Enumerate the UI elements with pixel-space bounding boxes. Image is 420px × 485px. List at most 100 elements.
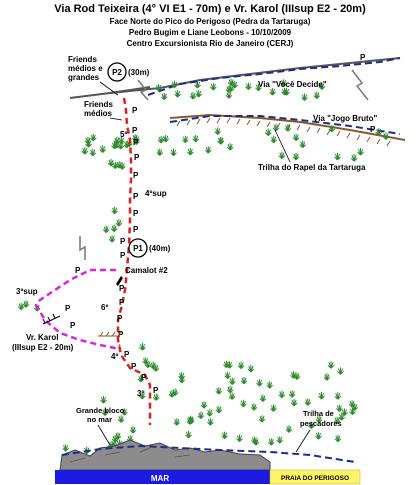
grass-tuft bbox=[266, 380, 274, 389]
grass-tuft bbox=[173, 417, 181, 426]
grass-tuft bbox=[81, 146, 89, 155]
grass-tuft bbox=[129, 425, 137, 434]
grade-3: 3º bbox=[137, 389, 144, 398]
grass-tuft bbox=[206, 417, 214, 426]
grass-tuft bbox=[228, 377, 236, 385]
grass-tuft bbox=[189, 91, 197, 100]
grass-tuft bbox=[284, 123, 292, 132]
grass-tuft bbox=[215, 405, 223, 414]
grass-tuft bbox=[341, 408, 348, 416]
grass-tuft bbox=[337, 366, 344, 375]
grass-tuft bbox=[236, 434, 243, 443]
grass-tuft bbox=[335, 404, 343, 412]
grass-tuft bbox=[292, 133, 300, 142]
grade-4: 4º bbox=[111, 352, 118, 361]
beach: PRAIA DO PERIGOSO bbox=[269, 469, 361, 485]
bolt-p: P bbox=[118, 330, 124, 339]
grass-tuft bbox=[115, 218, 123, 227]
grass-tuft bbox=[102, 225, 110, 234]
grass-tuft bbox=[192, 134, 200, 143]
bolt-p: P bbox=[131, 362, 137, 371]
grass-tuft bbox=[304, 397, 312, 406]
label-trilha-pescadores: Trilha de bbox=[303, 409, 334, 418]
grade-3sup: 3ºsup bbox=[16, 287, 38, 296]
label-trilha-rapel: Trilha do Rapel da Tartaruga bbox=[258, 163, 366, 172]
grass-tuft bbox=[272, 123, 280, 132]
label-friends-medium: médios bbox=[84, 109, 113, 118]
grass-tuft bbox=[181, 135, 189, 144]
grass-tuft bbox=[139, 342, 146, 351]
grade-5: 5º bbox=[120, 130, 127, 139]
bolt-p: P bbox=[134, 153, 140, 162]
belay-p1-length: (40m) bbox=[149, 244, 171, 253]
route-rod-teixeira bbox=[116, 97, 152, 425]
belay-p2-length: (30m) bbox=[128, 68, 150, 77]
ledge-mark bbox=[42, 313, 61, 325]
bolt-p: P bbox=[117, 314, 123, 323]
grass-tuft bbox=[259, 394, 267, 402]
grass-tuft bbox=[194, 80, 201, 89]
grass-tuft bbox=[17, 302, 25, 311]
ledge-mark bbox=[98, 331, 122, 337]
grass-tuft bbox=[186, 147, 194, 156]
bolt-p: P bbox=[360, 53, 366, 62]
label-friends-large: Friends bbox=[68, 55, 97, 64]
grass-tuft bbox=[224, 371, 232, 380]
crack-mark bbox=[351, 69, 369, 101]
grass-tuft bbox=[226, 385, 234, 394]
grass-tuft bbox=[276, 435, 284, 444]
arrow-grande-bloco bbox=[97, 424, 111, 446]
grass-tuft bbox=[239, 399, 247, 408]
grass-tuft bbox=[269, 87, 277, 96]
grass-tuft bbox=[292, 152, 300, 161]
grass-tuft bbox=[111, 206, 119, 215]
grass-tuft bbox=[117, 414, 125, 423]
grass-tuft bbox=[334, 391, 342, 400]
soil-hatch bbox=[176, 117, 391, 147]
bolt-p: P bbox=[119, 298, 125, 307]
page-title: Via Rod Teixeira (4° VI E1 - 70m) e Vr. … bbox=[54, 3, 366, 15]
bolt-markers: P P P P P P P P P P P P P P P P P P P P … bbox=[65, 53, 376, 395]
label-grande-bloco: Grande bloco bbox=[76, 406, 125, 415]
bolt-p: P bbox=[370, 125, 376, 134]
bolt-p: P bbox=[75, 266, 81, 275]
grass-tuft bbox=[240, 376, 248, 385]
grade-6: 6º bbox=[101, 303, 108, 312]
label-grande-bloco-mar: no mar bbox=[87, 415, 112, 424]
grass-tuft bbox=[349, 407, 356, 416]
grass-tuft bbox=[327, 360, 335, 369]
bolt-p: P bbox=[133, 138, 139, 147]
label-via-jogo-bruto: Via "Jogo Bruto" bbox=[313, 114, 378, 123]
bolt-p: P bbox=[133, 171, 139, 180]
route-vr-karol bbox=[34, 268, 121, 350]
label-praia: PRAIA DO PERIGOSO bbox=[281, 475, 349, 482]
bolt-p: P bbox=[124, 350, 130, 359]
bolt-p: P bbox=[133, 192, 139, 201]
bolt-p: P bbox=[70, 321, 76, 330]
grass-tuft bbox=[185, 430, 192, 439]
grass-tuft bbox=[206, 408, 214, 417]
grass-tuft bbox=[89, 133, 97, 142]
grass-tuft bbox=[160, 92, 168, 101]
label-vr-karol-grade: (IIIsup E2 - 20m) bbox=[12, 343, 74, 352]
grass-tuft bbox=[100, 395, 107, 404]
vegetation bbox=[17, 78, 390, 462]
grass-tuft bbox=[195, 89, 203, 98]
bolt-p: P bbox=[153, 386, 159, 395]
sea: MAR bbox=[55, 470, 270, 484]
grass-tuft bbox=[288, 389, 296, 398]
grass-tuft bbox=[156, 148, 164, 156]
belay-p2-label: P2 bbox=[112, 68, 122, 77]
grass-tuft bbox=[209, 82, 217, 91]
grass-tuft bbox=[221, 431, 229, 440]
grass-tuft bbox=[204, 145, 212, 154]
grass-tuft bbox=[350, 153, 358, 162]
grass-tuft bbox=[278, 151, 286, 160]
grass-tuft bbox=[174, 89, 182, 98]
bolt-p: P bbox=[120, 251, 126, 260]
bolt-p: P bbox=[132, 106, 138, 115]
belay-p1: P1 (40m) bbox=[128, 238, 171, 258]
grass-tuft bbox=[299, 140, 307, 149]
grade-4sup: 4ºsup bbox=[145, 189, 167, 198]
shore-rocks bbox=[59, 439, 271, 471]
